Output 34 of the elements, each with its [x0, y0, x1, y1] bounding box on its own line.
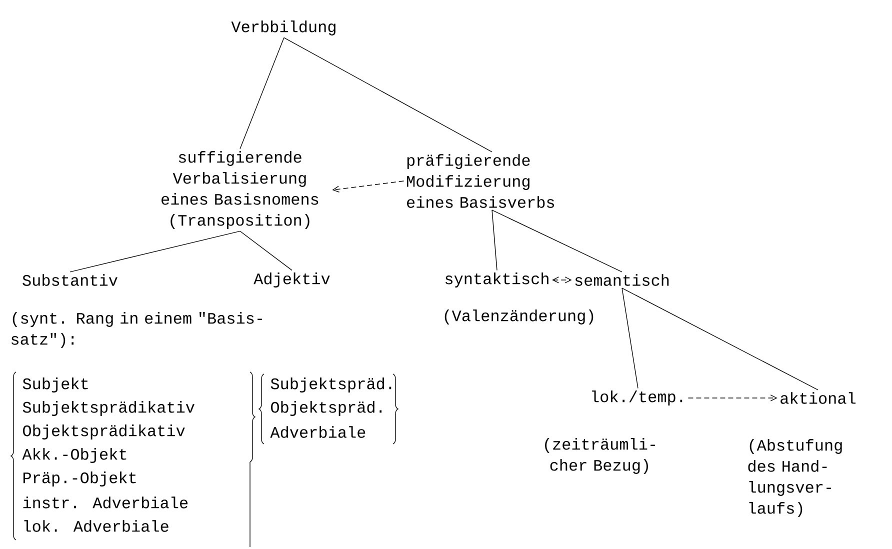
list-item: Subjekt — [22, 378, 88, 392]
list-item: Akk.-Objekt — [22, 448, 126, 463]
dashed-arrow — [552, 276, 572, 284]
tree-line — [492, 210, 622, 272]
list-item: instr. Adverbiale — [23, 496, 188, 508]
gloss-text: (zeiträumli- cher Bezug) — [545, 438, 655, 474]
term-label: Substantiv — [22, 274, 118, 286]
list-item: Subjektsprädikativ — [22, 401, 194, 416]
tree-line — [492, 210, 498, 271]
term-label: präfigierende Modifizierung eines Basisverbs — [407, 154, 554, 208]
gloss-text: (Abstufung des Hand- lungsver- laufs) — [748, 439, 842, 517]
tree-line — [622, 288, 818, 390]
term-label: Verbbildung — [231, 20, 336, 36]
dashed-arrow — [332, 180, 404, 192]
term-label: Adjektiv — [254, 272, 330, 288]
list-item: Präp.-Objekt — [23, 472, 136, 486]
list-item: Objektsprädikativ — [23, 424, 185, 440]
dashed-arrow — [688, 394, 778, 402]
note-text: (synt. Rang in einem "Basis- satz"): — [12, 312, 262, 348]
list-item: Subjektspräd. — [270, 378, 392, 392]
term-label: suffigierende Verbalisierung eines Basisnomens (Transposition) — [162, 151, 318, 229]
tree-line — [622, 288, 638, 389]
term-label: aktional — [780, 392, 856, 404]
gloss-text: (Valenzänderung) — [444, 310, 594, 324]
tree-line — [240, 230, 292, 271]
list-item: lok. Adverbiale — [24, 520, 168, 532]
term-label: syntaktisch — [446, 272, 548, 288]
tree-line — [240, 37, 284, 150]
list-item: Objektspräd. — [271, 401, 382, 416]
term-label: semantisch — [575, 274, 669, 286]
tree-line — [70, 230, 240, 272]
tree-line — [284, 37, 492, 152]
list-item: Adverbiale — [270, 426, 366, 438]
term-label: lok./temp. — [592, 390, 682, 406]
